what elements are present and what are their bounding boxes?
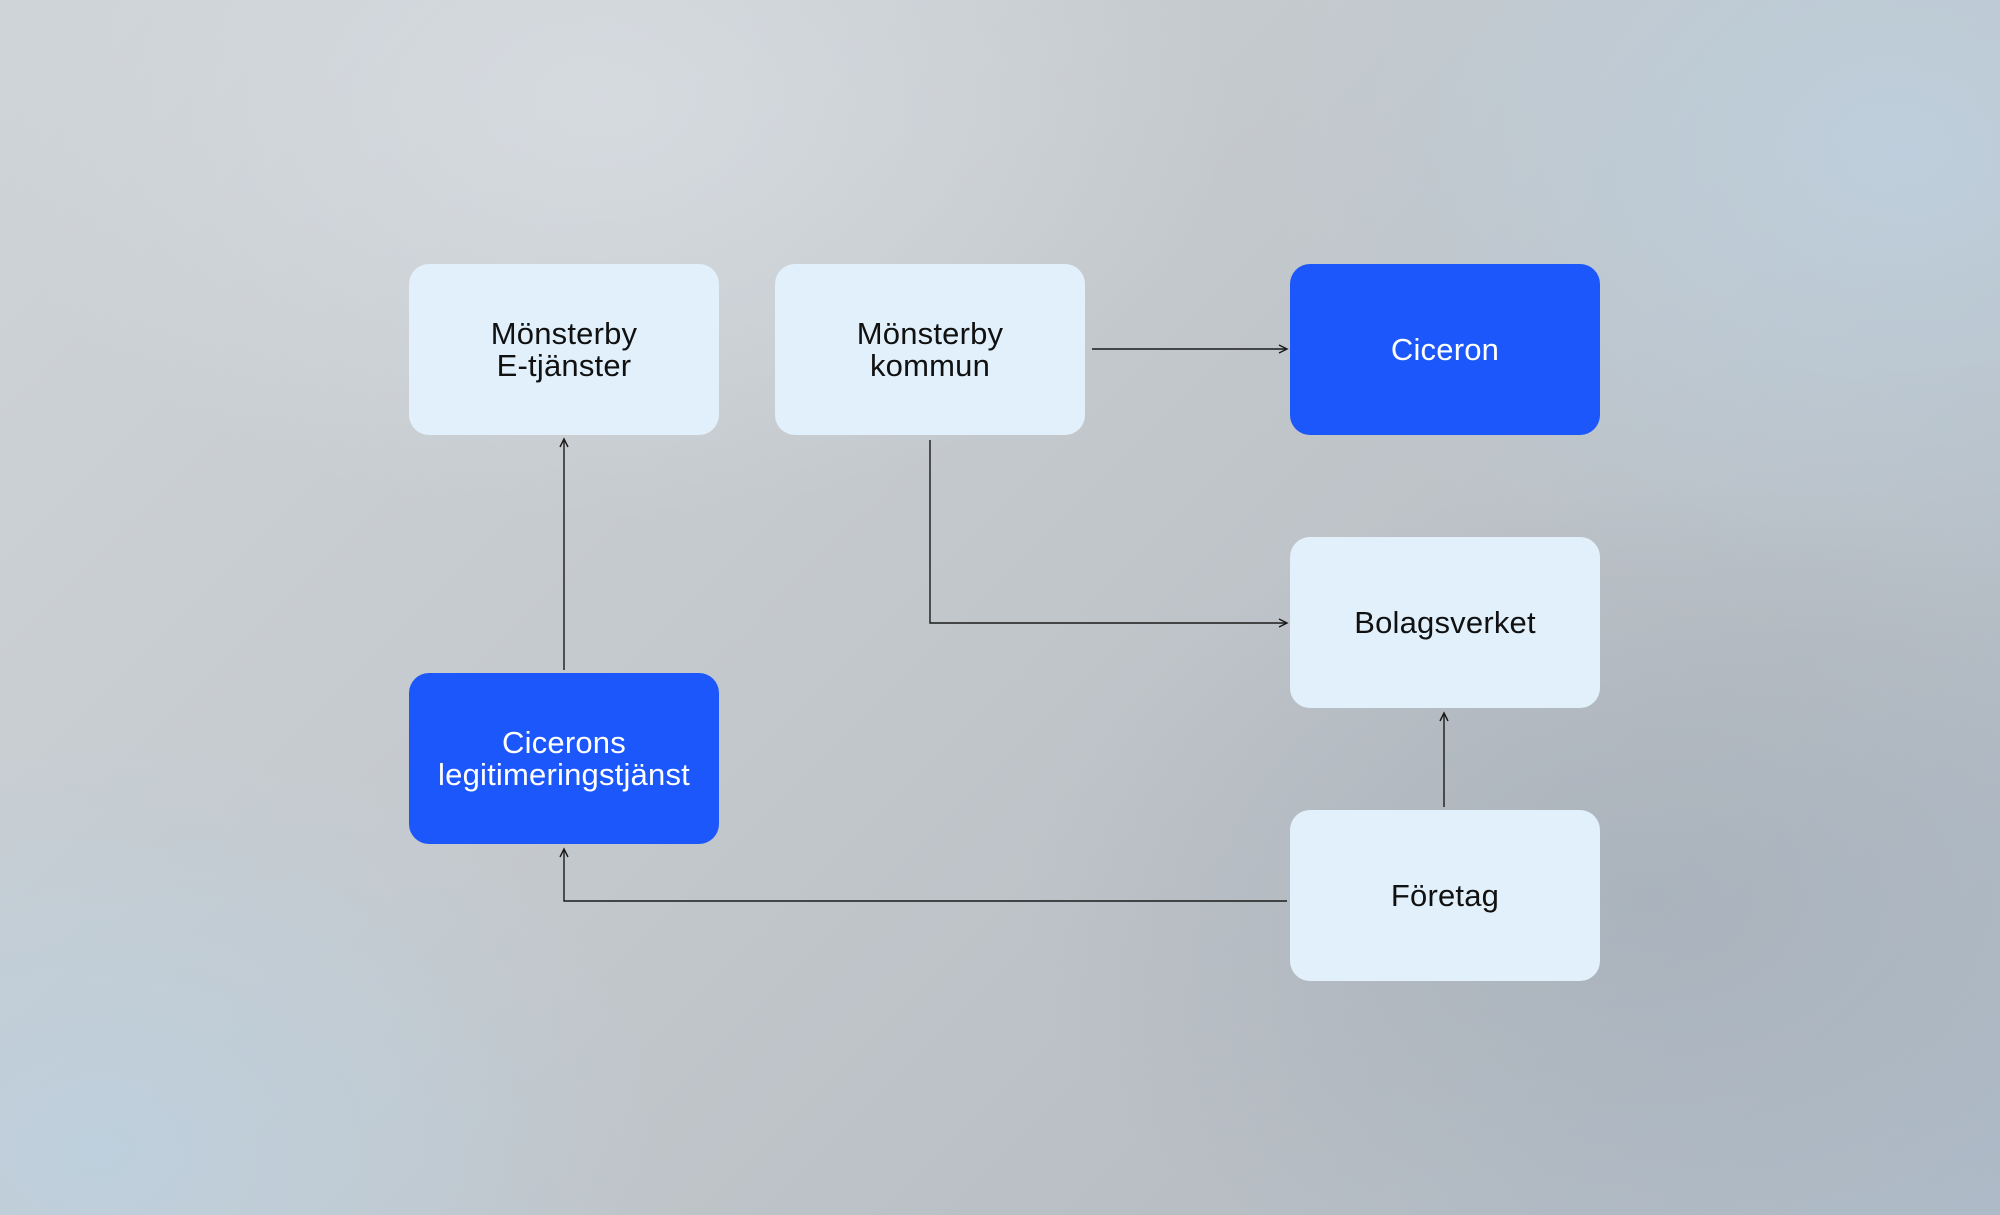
node-monsterby-kommun: Mönsterby kommun bbox=[775, 264, 1085, 435]
node-label: Bolagsverket bbox=[1354, 604, 1536, 640]
node-monsterby-e-tjanster: Mönsterby E-tjänster bbox=[409, 264, 719, 435]
node-ciceron: Ciceron bbox=[1290, 264, 1600, 435]
node-label: Företag bbox=[1390, 877, 1500, 913]
node-bolagsverket: Bolagsverket bbox=[1290, 537, 1600, 708]
edge-foretag-to-legitimering bbox=[559, 847, 1287, 902]
node-foretag: Företag bbox=[1290, 810, 1600, 981]
edge-kommun-to-bolagsverket bbox=[929, 440, 1289, 628]
node-label: Cicerons legitimeringstjänst bbox=[438, 724, 690, 792]
node-label: Mönsterby E-tjänster bbox=[490, 315, 638, 383]
node-label: Ciceron bbox=[1390, 331, 1500, 367]
node-cicerons-legitimeringstjanst: Cicerons legitimeringstjänst bbox=[409, 673, 719, 844]
node-label: Mönsterby kommun bbox=[856, 315, 1004, 383]
